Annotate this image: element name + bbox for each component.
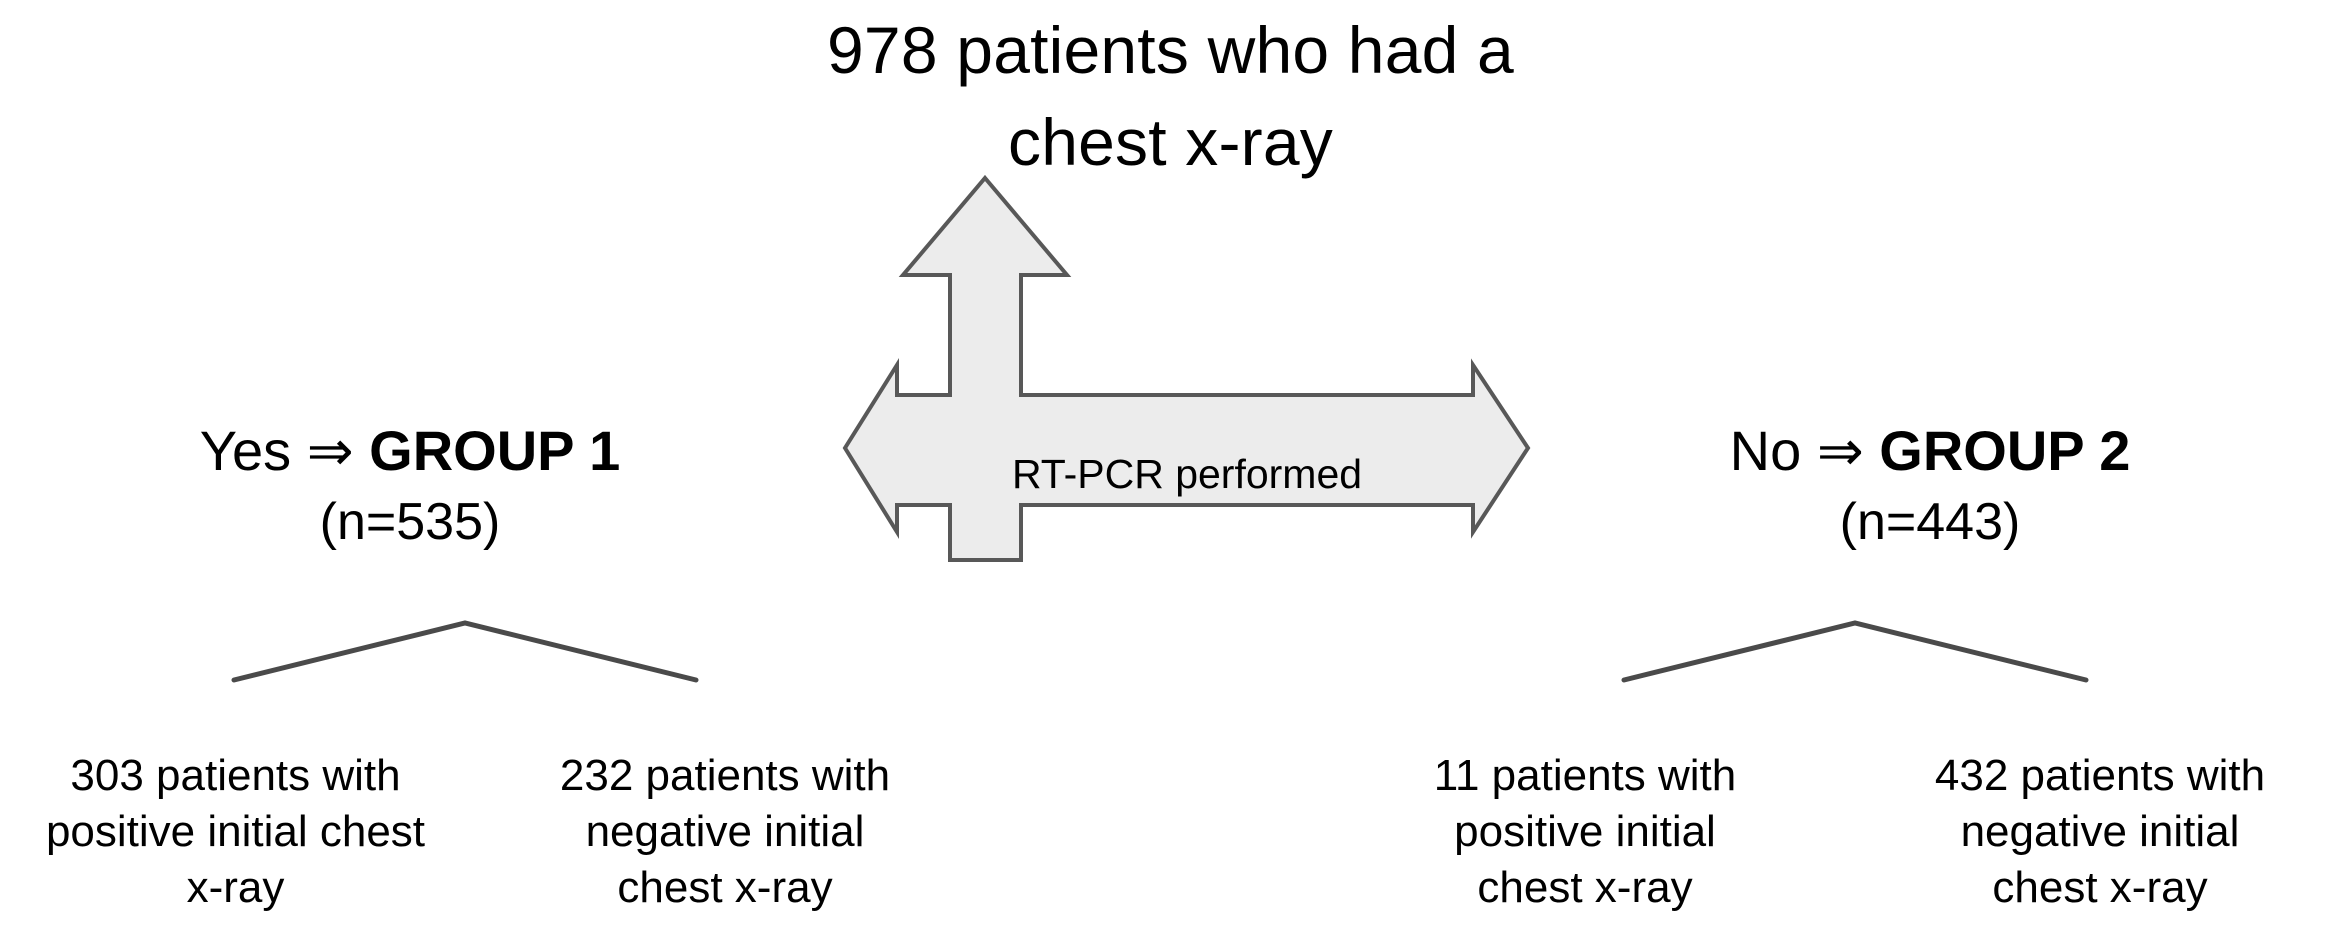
branch-group-2-count: (n=443) bbox=[1839, 493, 2021, 551]
connector-line bbox=[231, 620, 699, 683]
leaf-line: negative initial bbox=[1960, 807, 2240, 856]
branch-group-2-name: GROUP 2 bbox=[1879, 419, 2131, 482]
leaf-line: chest x-ray bbox=[1477, 863, 1693, 912]
leaf-line: negative initial bbox=[585, 807, 865, 856]
arrow-body bbox=[842, 174, 1531, 562]
branch-group-2-head: No ⇒ GROUP 2 bbox=[1580, 415, 2280, 487]
branch-group-1: Yes ⇒ GROUP 1 (n=535) bbox=[60, 415, 760, 557]
leaf-group2-positive: 11 patients with positive initial chest … bbox=[1385, 748, 1785, 916]
branch-group-2: No ⇒ GROUP 2 (n=443) bbox=[1580, 415, 2280, 557]
double-arrow-right-icon: ⇒ bbox=[1816, 419, 1864, 482]
leaf-line: 303 patients with bbox=[70, 751, 401, 800]
title-line-2: chest x-ray bbox=[1008, 105, 1333, 179]
leaf-group1-negative: 232 patients with negative initial chest… bbox=[505, 748, 945, 916]
leaf-line: 11 patients with bbox=[1433, 751, 1737, 800]
branch-group-1-name: GROUP 1 bbox=[369, 419, 621, 482]
leaf-line: positive initial bbox=[1454, 807, 1716, 856]
leaf-group1-positive: 303 patients with positive initial chest… bbox=[8, 748, 463, 916]
branch-group-1-count: (n=535) bbox=[319, 493, 501, 551]
leaf-line: 232 patients with bbox=[559, 751, 891, 800]
connector-group-1-split bbox=[231, 620, 699, 683]
double-arrow-right-icon: ⇒ bbox=[306, 419, 354, 482]
connector-group-2-split bbox=[1621, 620, 2089, 683]
leaf-line: 432 patients with bbox=[1934, 751, 2266, 800]
branch-group-1-answer: Yes bbox=[199, 419, 292, 482]
diagram-title: 978 patients who had a chest x-ray bbox=[0, 0, 2341, 188]
leaf-line: chest x-ray bbox=[1992, 863, 2208, 912]
tri-directional-arrow-icon bbox=[842, 174, 1531, 562]
title-line-1: 978 patients who had a bbox=[827, 13, 1514, 87]
connector-line bbox=[1621, 620, 2089, 683]
branch-group-2-answer: No bbox=[1729, 419, 1802, 482]
leaf-line: chest x-ray bbox=[617, 863, 833, 912]
leaf-line: x-ray bbox=[186, 863, 285, 912]
leaf-group2-negative: 432 patients with negative initial chest… bbox=[1880, 748, 2320, 916]
leaf-line: positive initial chest bbox=[45, 807, 426, 856]
branch-group-1-head: Yes ⇒ GROUP 1 bbox=[60, 415, 760, 487]
